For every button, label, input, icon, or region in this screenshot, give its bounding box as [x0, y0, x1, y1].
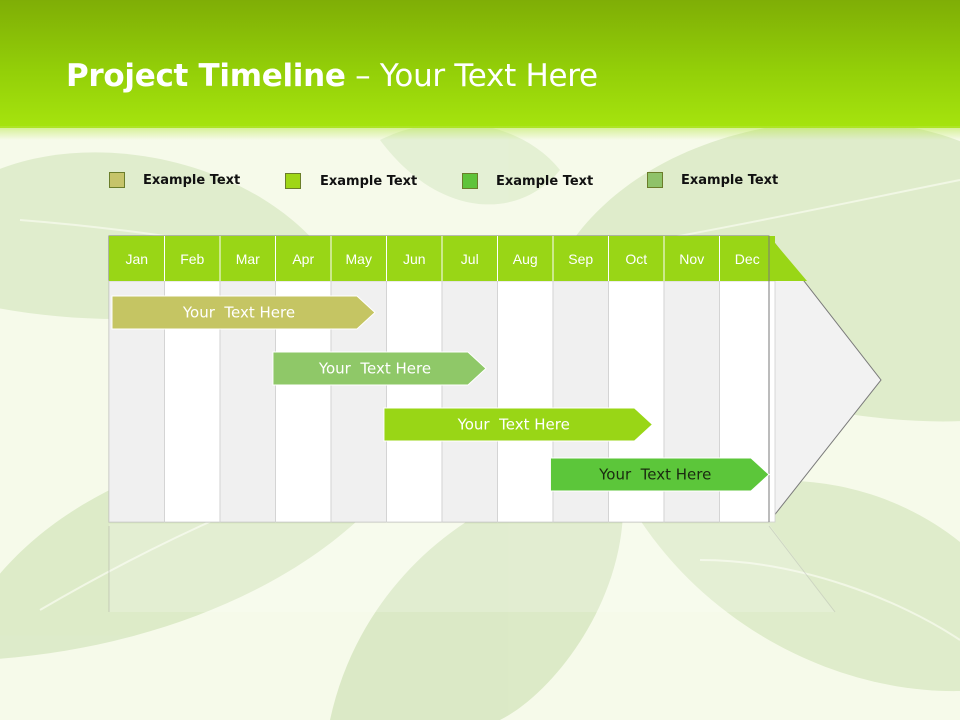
- task-arrow-2: [272, 351, 487, 386]
- task-arrow-1: [111, 295, 376, 330]
- page-title-rest: – Your Text Here: [345, 58, 598, 94]
- month-label-jul: Jul: [461, 251, 479, 267]
- task-label-4: Your Text Here: [598, 466, 711, 484]
- month-label-mar: Mar: [236, 251, 260, 267]
- month-label-oct: Oct: [625, 251, 647, 267]
- month-label-feb: Feb: [180, 251, 204, 267]
- legend-swatch-1: [109, 172, 125, 188]
- month-label-may: May: [346, 251, 372, 267]
- month-label-jan: Jan: [125, 251, 148, 267]
- month-label-nov: Nov: [679, 251, 704, 267]
- month-label-apr: Apr: [292, 251, 314, 267]
- month-column-jul: [441, 280, 498, 523]
- task-arrow-4: [549, 457, 770, 492]
- task-label-3: Your Text Here: [457, 416, 570, 434]
- legend-swatch-2: [285, 173, 301, 189]
- legend-swatch-4: [647, 172, 663, 188]
- task-arrow-3: [383, 407, 654, 442]
- task-label-1: Your Text Here: [182, 304, 295, 322]
- page-title: Project Timeline – Your Text Here: [66, 58, 598, 94]
- legend-swatch-3: [462, 173, 478, 189]
- month-label-dec: Dec: [735, 251, 760, 267]
- legend-item-2: Example Text: [285, 170, 417, 192]
- month-label-jun: Jun: [403, 251, 426, 267]
- page-title-bold: Project Timeline: [66, 58, 346, 94]
- legend-item-4: Example Text: [647, 169, 778, 191]
- month-header-tip: [769, 236, 807, 281]
- title-bar-shine: [0, 126, 960, 140]
- timeline-reflection: [109, 524, 835, 612]
- month-column-aug: [497, 280, 554, 523]
- reflection-edge-right: [768, 525, 836, 613]
- month-label-sep: Sep: [568, 251, 593, 267]
- legend-label-1: Example Text: [143, 172, 241, 188]
- legend-label-2: Example Text: [320, 173, 418, 189]
- title-bar: [0, 0, 960, 128]
- legend-item-1: Example Text: [109, 169, 240, 191]
- task-label-2: Your Text Here: [318, 360, 431, 378]
- month-label-aug: Aug: [513, 251, 538, 267]
- month-column-jun: [386, 280, 443, 523]
- legend-item-3: Example Text: [462, 170, 593, 192]
- legend-label-3: Example Text: [496, 173, 594, 189]
- legend-label-4: Example Text: [681, 172, 779, 188]
